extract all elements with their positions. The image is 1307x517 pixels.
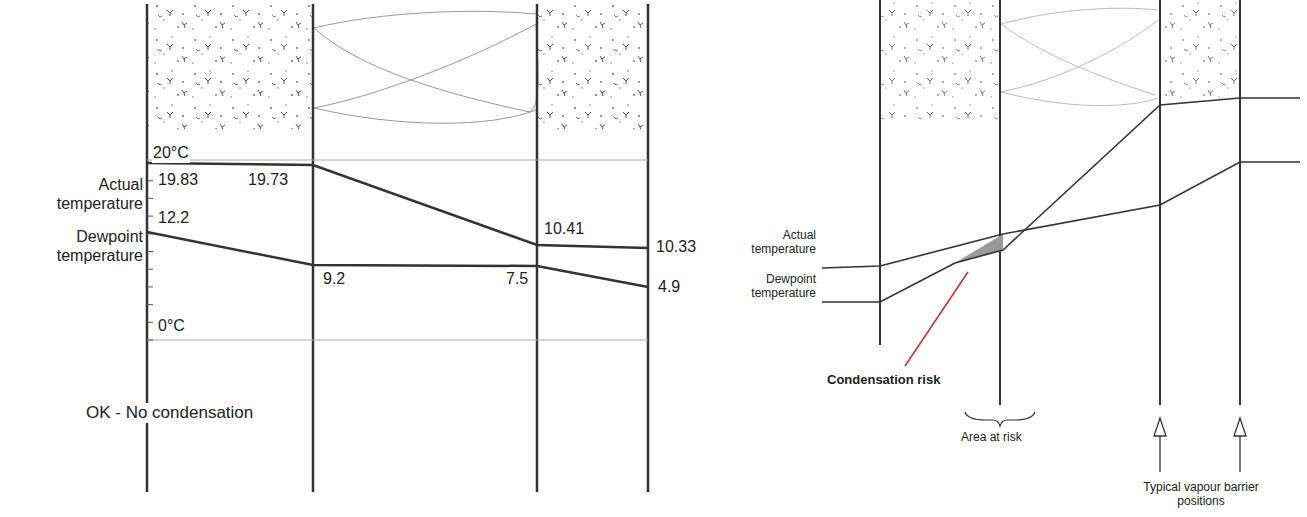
line-label: Actual temperature [735, 228, 817, 256]
value-label: 9.2 [322, 270, 346, 289]
value-label: 10.33 [655, 238, 697, 257]
callout-label: Typical vapour barrier positions [1128, 480, 1274, 508]
value-label: 4.9 [657, 278, 681, 297]
value-label: 12.2 [157, 209, 190, 228]
temperature-label: 20°C [152, 144, 190, 163]
temperature-label: 0°C [157, 317, 186, 336]
line-label: Dewpoint temperature [735, 272, 817, 300]
value-label: 7.5 [505, 270, 529, 289]
value-label: 19.83 [157, 171, 199, 190]
line-label: Actual temperature [30, 176, 144, 214]
value-label: 19.73 [247, 171, 289, 190]
callout-label: Area at risk [960, 430, 1023, 444]
value-label: 10.41 [543, 220, 585, 239]
callout-label: Condensation risk [826, 372, 941, 387]
result-note: OK - No condensation [85, 403, 254, 423]
line-label: Dewpoint temperature [30, 228, 144, 266]
